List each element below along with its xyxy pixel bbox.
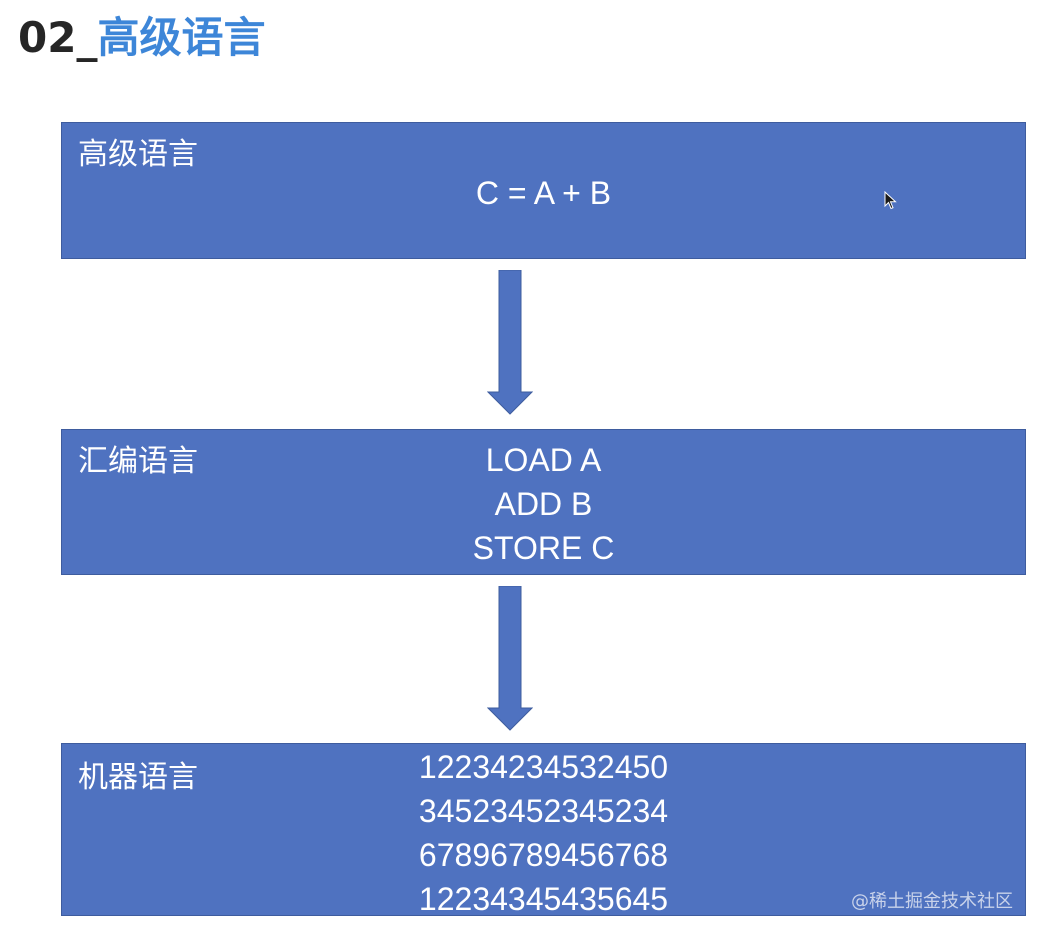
arrow-down-icon — [487, 586, 533, 731]
slide-title: 02_高级语言 — [18, 8, 265, 68]
slide-title-text: 高级语言 — [97, 13, 266, 62]
assembly-code-line: ADD B — [494, 486, 593, 522]
mouse-pointer-icon — [884, 191, 897, 210]
machine-code-line: 67896789456768 — [418, 837, 669, 873]
assembly-language-box: 汇编语言 LOAD A ADD B STORE C — [61, 429, 1026, 575]
machine-language-box: 机器语言 12234234532450 34523452345234 67896… — [61, 743, 1026, 917]
slide-title-number: 02_ — [18, 13, 98, 62]
assembly-language-label: 汇编语言 — [78, 444, 198, 479]
machine-language-label: 机器语言 — [78, 760, 198, 795]
assembly-code: LOAD A ADD B STORE C — [62, 438, 1025, 570]
high-level-language-label: 高级语言 — [78, 137, 198, 172]
high-level-code: C = A + B — [62, 171, 1025, 215]
high-level-code-line: C = A + B — [475, 175, 612, 211]
machine-code-line: 12234345435645 — [418, 881, 669, 917]
high-level-language-box: 高级语言 C = A + B — [61, 122, 1026, 259]
arrow-down-icon — [487, 270, 533, 415]
assembly-code-line: STORE C — [472, 530, 615, 566]
machine-code-line: 12234234532450 — [418, 749, 669, 785]
assembly-code-line: LOAD A — [485, 442, 602, 478]
watermark: @稀土掘金技术社区 — [851, 891, 1013, 912]
machine-code-line: 34523452345234 — [418, 793, 669, 829]
machine-code: 12234234532450 34523452345234 6789678945… — [62, 745, 1025, 921]
